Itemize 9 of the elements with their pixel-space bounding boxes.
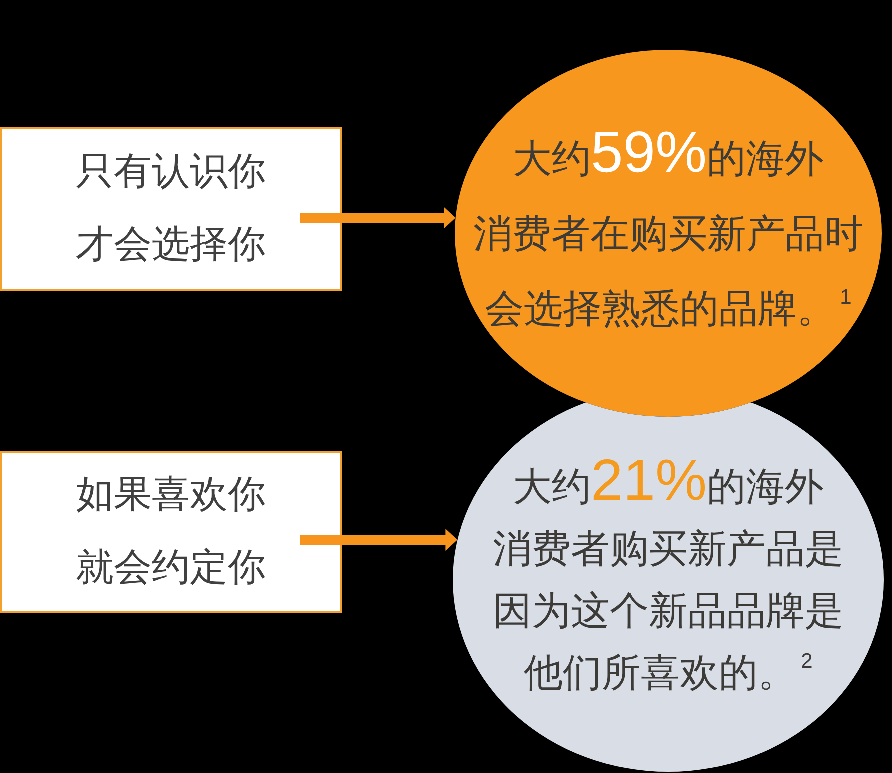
- slogan-text: 如果喜欢你就会约定你: [75, 473, 267, 591]
- arrow: [300, 529, 458, 551]
- stat-text: 大约59%的海外消费者在购买新产品时会选择熟悉的品牌。$^{1}$: [472, 119, 864, 333]
- stat-circle: [455, 50, 882, 417]
- stat-text: 大约21%的海外消费者购买新产品是因为这个新品品牌是他们所喜欢的。$^{2}$: [492, 450, 845, 697]
- arrow: [300, 207, 456, 229]
- slogan-text: 只有认识你才会选择你: [75, 150, 267, 268]
- slogan-box: [0, 127, 342, 291]
- slogan-box: [0, 451, 342, 613]
